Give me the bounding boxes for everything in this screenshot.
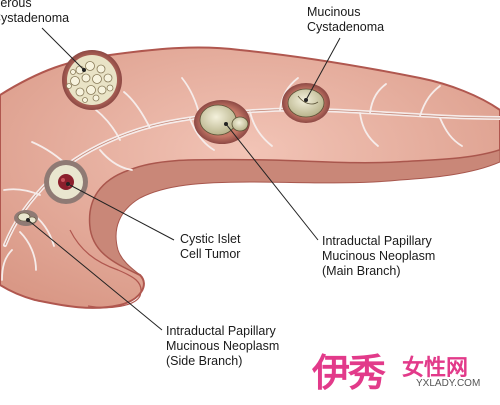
label-mucinous-cystadenoma: Mucinous Cystadenoma	[307, 5, 384, 35]
mucinous-cystadenoma-lesion	[282, 83, 330, 123]
label-serous-line2: Cystadenoma	[0, 11, 70, 25]
watermark-logo: 伊秀 女性网 YXLADY.COM	[312, 338, 498, 398]
serous-cystadenoma-lesion	[62, 50, 122, 110]
label-cystic-islet-line1: Cystic Islet	[180, 232, 241, 246]
label-serous-line1: Serous	[0, 0, 32, 10]
label-ipmn-side-line3: (Side Branch)	[166, 354, 243, 368]
label-ipmn-main-line1: Intraductal Papillary	[322, 234, 432, 248]
leader-lines	[27, 27, 341, 331]
label-mucinous-line2: Cystadenoma	[307, 20, 385, 34]
pancreas-underside	[89, 149, 500, 276]
pancreas-head-lobules	[69, 229, 142, 309]
watermark-url: YXLADY.COM	[416, 378, 481, 389]
label-serous-cystadenoma: Serous Cystadenoma	[0, 0, 69, 26]
leader-dots	[26, 68, 308, 222]
label-ipmn-side-line1: Intraductal Papillary	[166, 324, 276, 338]
label-ipmn-main-branch: Intraductal Papillary Mucinous Neoplasm …	[322, 234, 435, 279]
label-ipmn-main-line2: Mucinous Neoplasm	[322, 249, 436, 263]
label-mucinous-line1: Mucinous	[307, 5, 361, 19]
ipmn-side-branch-lesion	[14, 210, 38, 226]
watermark-site: 女性网	[402, 356, 469, 381]
ipmn-main-branch-lesion	[194, 100, 250, 144]
label-ipmn-main-line3: (Main Branch)	[322, 264, 401, 278]
label-ipmn-side-line2: Mucinous Neoplasm	[166, 339, 280, 353]
cystic-islet-cell-tumor-lesion	[44, 160, 88, 204]
watermark-brand: 伊秀	[312, 351, 386, 395]
label-ipmn-side-branch: Intraductal Papillary Mucinous Neoplasm …	[166, 324, 279, 369]
label-cystic-islet-line2: Cell Tumor	[180, 247, 241, 261]
label-cystic-islet-cell-tumor: Cystic Islet Cell Tumor	[180, 232, 240, 262]
duct-branches	[1, 77, 463, 281]
